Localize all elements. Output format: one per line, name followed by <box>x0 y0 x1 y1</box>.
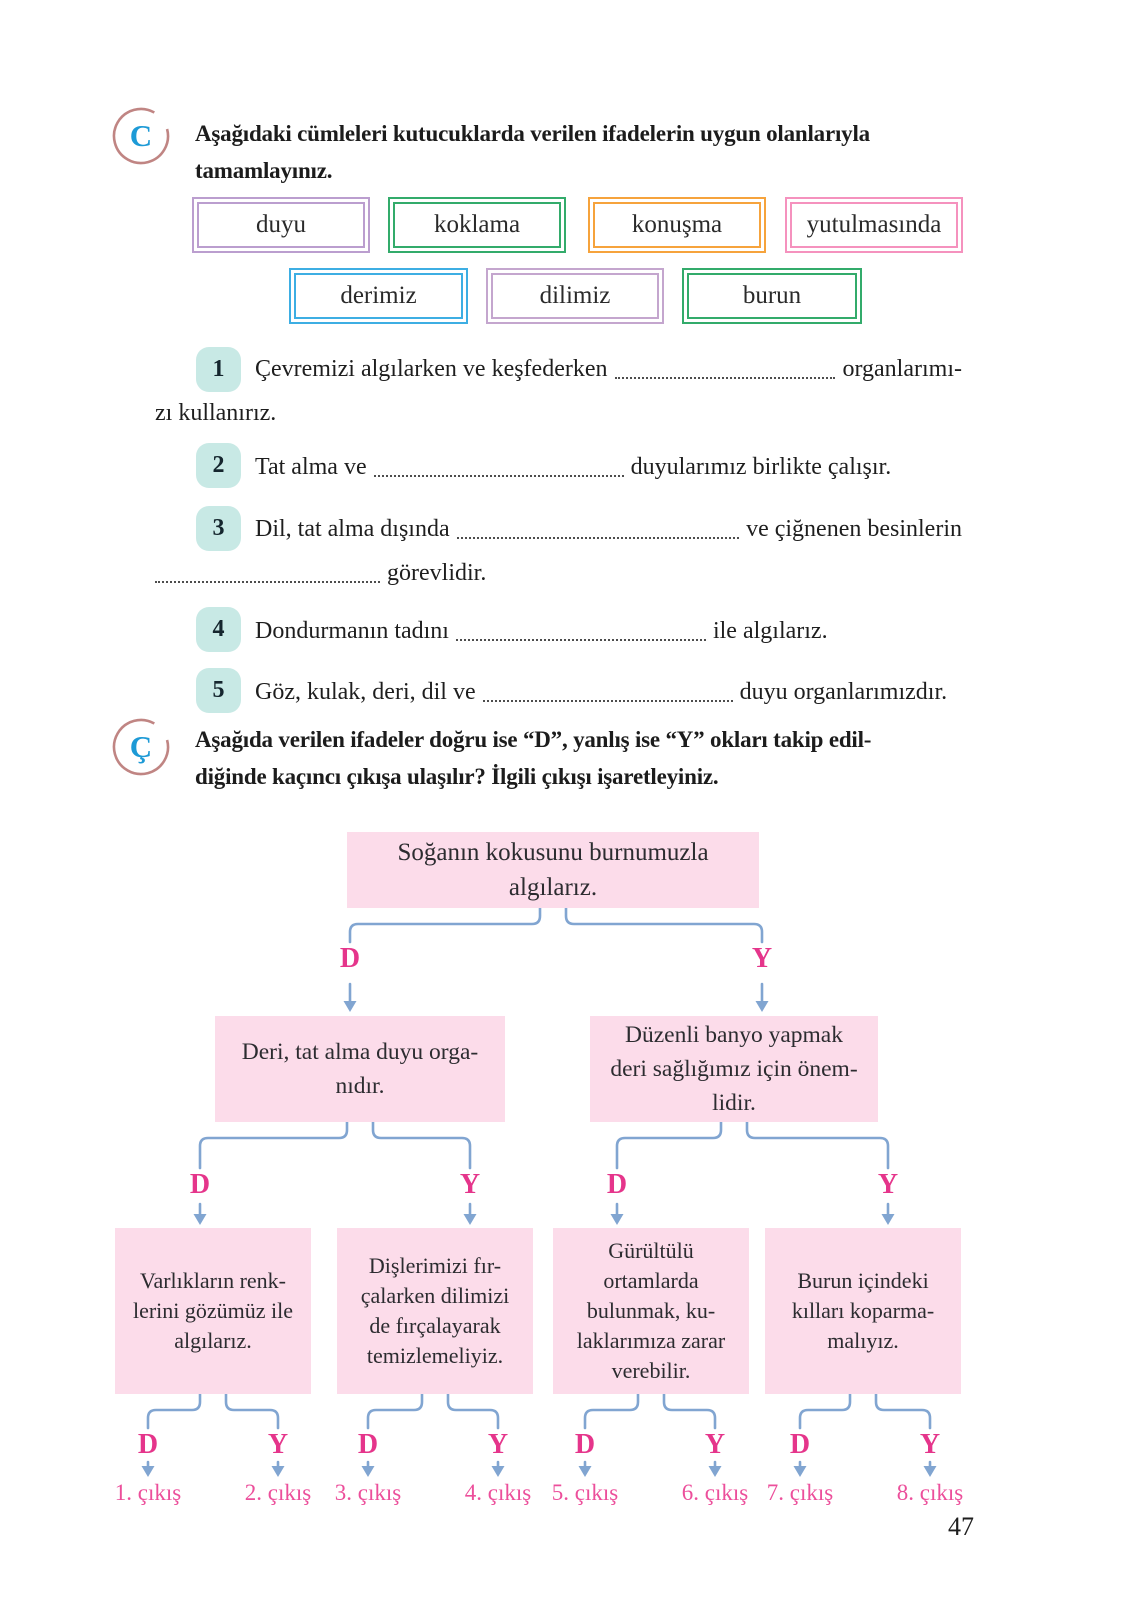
word-box-konusma: konuşma <box>588 197 766 253</box>
page-number: 47 <box>948 1512 974 1541</box>
section-c2-badge: Ç <box>110 716 172 778</box>
dy-label-d: D <box>339 943 361 974</box>
sentence-3-line-1: Dil, tat alma dışında ve çiğnenen besinl… <box>255 512 962 546</box>
sentence-text: Tat alma ve <box>255 454 367 480</box>
dy-label-d: D <box>357 1429 379 1460</box>
exit-label-6[interactable]: 6. çıkış <box>681 1480 749 1505</box>
section-letter: C <box>129 118 153 153</box>
sentence-1-line-2: zı kullanırız. <box>155 400 277 426</box>
flow-box-root: Soğanın kokusunu burnumuzla algılarız. <box>347 832 759 908</box>
dy-label-y: Y <box>487 1429 509 1460</box>
dy-label-y: Y <box>459 1169 481 1200</box>
fill-blank[interactable] <box>155 581 380 583</box>
word-box-label: konuşma <box>631 211 723 238</box>
exit-label-2[interactable]: 2. çıkış <box>244 1480 312 1505</box>
hand-drawn-circle-icon <box>112 718 170 776</box>
number-label: 3 <box>212 515 225 541</box>
dy-label-y: Y <box>919 1429 941 1460</box>
sentence-text: Göz, kulak, deri, dil ve <box>255 679 476 705</box>
sentence-text: görevlidir. <box>387 560 487 586</box>
sentence-text: duyu organlarımızdır. <box>739 679 948 705</box>
sentence-5-number: 5 <box>196 668 241 713</box>
sentence-5-line: Göz, kulak, deri, dil ve duyu organlarım… <box>255 675 962 709</box>
exit-label-4[interactable]: 4. çıkış <box>464 1480 532 1505</box>
sentence-text: Çevremizi algılarken ve keşfederken <box>255 356 608 382</box>
word-box-label: burun <box>742 282 802 309</box>
exit-label-1[interactable]: 1. çıkış <box>114 1480 182 1505</box>
sentence-text: ve çiğnenen besinlerin <box>746 516 962 542</box>
sentence-4-number: 4 <box>196 607 241 652</box>
word-box-label: koklama <box>433 211 521 238</box>
exit-label-5[interactable]: 5. çıkış <box>551 1480 619 1505</box>
section-letter: Ç <box>129 729 153 764</box>
exit-label-7[interactable]: 7. çıkış <box>766 1480 834 1505</box>
word-box-burun: burun <box>682 268 862 324</box>
flow-box-level2-right: Düzenli banyo yapmak deri sağlığımız içi… <box>590 1016 878 1122</box>
number-label: 2 <box>212 452 225 478</box>
sentence-text: Dondurmanın tadını <box>255 618 449 644</box>
sentence-1-line-1: Çevremizi algılarken ve keşfederken orga… <box>255 352 962 386</box>
sentence-text: duyularımız birlikte çalışır. <box>630 454 892 480</box>
word-box-label: dilimiz <box>539 282 611 309</box>
hand-drawn-circle-icon <box>112 107 170 165</box>
fill-blank[interactable] <box>455 639 706 641</box>
dy-label-y: Y <box>704 1429 726 1460</box>
word-box-duyu: duyu <box>192 197 370 253</box>
fill-blank[interactable] <box>614 377 836 379</box>
sentence-4-line: Dondurmanın tadını ile algılarız. <box>255 614 962 648</box>
number-label: 1 <box>212 356 225 382</box>
dy-label-d: D <box>189 1169 211 1200</box>
flow-box-level3-2: Dişlerimizi fır- çalarken dilimizi de fı… <box>337 1228 533 1394</box>
exit-label-8[interactable]: 8. çıkış <box>896 1480 964 1505</box>
sentence-2-line: Tat alma ve duyularımız birlikte çalışır… <box>255 450 962 484</box>
sentence-2-number: 2 <box>196 443 241 488</box>
flow-box-level3-1: Varlıkların renk- lerini gözümüz ile alg… <box>115 1228 311 1394</box>
dy-label-d: D <box>137 1429 159 1460</box>
word-box-label: duyu <box>256 211 306 238</box>
sentence-3-line-2: görevlidir. <box>155 556 575 590</box>
sentence-text: organlarımı- <box>842 356 962 382</box>
word-box-yutulmasinda: yutulmasında <box>785 197 963 253</box>
section-c-instruction: Aşağıdaki cümleleri kutucuklarda verilen… <box>195 121 870 183</box>
dy-label-y: Y <box>751 943 773 974</box>
word-box-koklama: koklama <box>388 197 566 253</box>
flow-box-level3-4: Burun içindeki kılları koparma- malıyız. <box>765 1228 961 1394</box>
sentence-1-number: 1 <box>196 347 241 392</box>
sentence-text: ile algılarız. <box>712 618 828 644</box>
dy-label-d: D <box>606 1169 628 1200</box>
dy-label-y: Y <box>267 1429 289 1460</box>
sentence-text: Dil, tat alma dışında <box>255 516 450 542</box>
fill-blank[interactable] <box>373 475 624 477</box>
dy-label-y: Y <box>877 1169 899 1200</box>
section-c2-instruction: Aşağıda verilen ifadeler doğru ise “D”, … <box>195 727 872 789</box>
fill-blank[interactable] <box>482 700 733 702</box>
number-label: 4 <box>212 616 225 642</box>
word-box-label: yutulmasında <box>806 211 942 238</box>
section-c-badge: C <box>110 105 172 167</box>
number-label: 5 <box>212 677 225 703</box>
flow-box-level2-left: Deri, tat alma duyu orga- nıdır. <box>215 1016 505 1122</box>
exit-label-3[interactable]: 3. çıkış <box>334 1480 402 1505</box>
word-box-dilimiz: dilimiz <box>486 268 664 324</box>
dy-label-d: D <box>574 1429 596 1460</box>
sentence-3-number: 3 <box>196 506 241 551</box>
fill-blank[interactable] <box>456 537 740 539</box>
flow-box-level3-3: Gürültülü ortamlarda bulunmak, ku- lakla… <box>553 1228 749 1394</box>
word-box-derimiz: derimiz <box>289 268 468 324</box>
word-box-label: derimiz <box>340 282 417 309</box>
dy-label-d: D <box>789 1429 811 1460</box>
